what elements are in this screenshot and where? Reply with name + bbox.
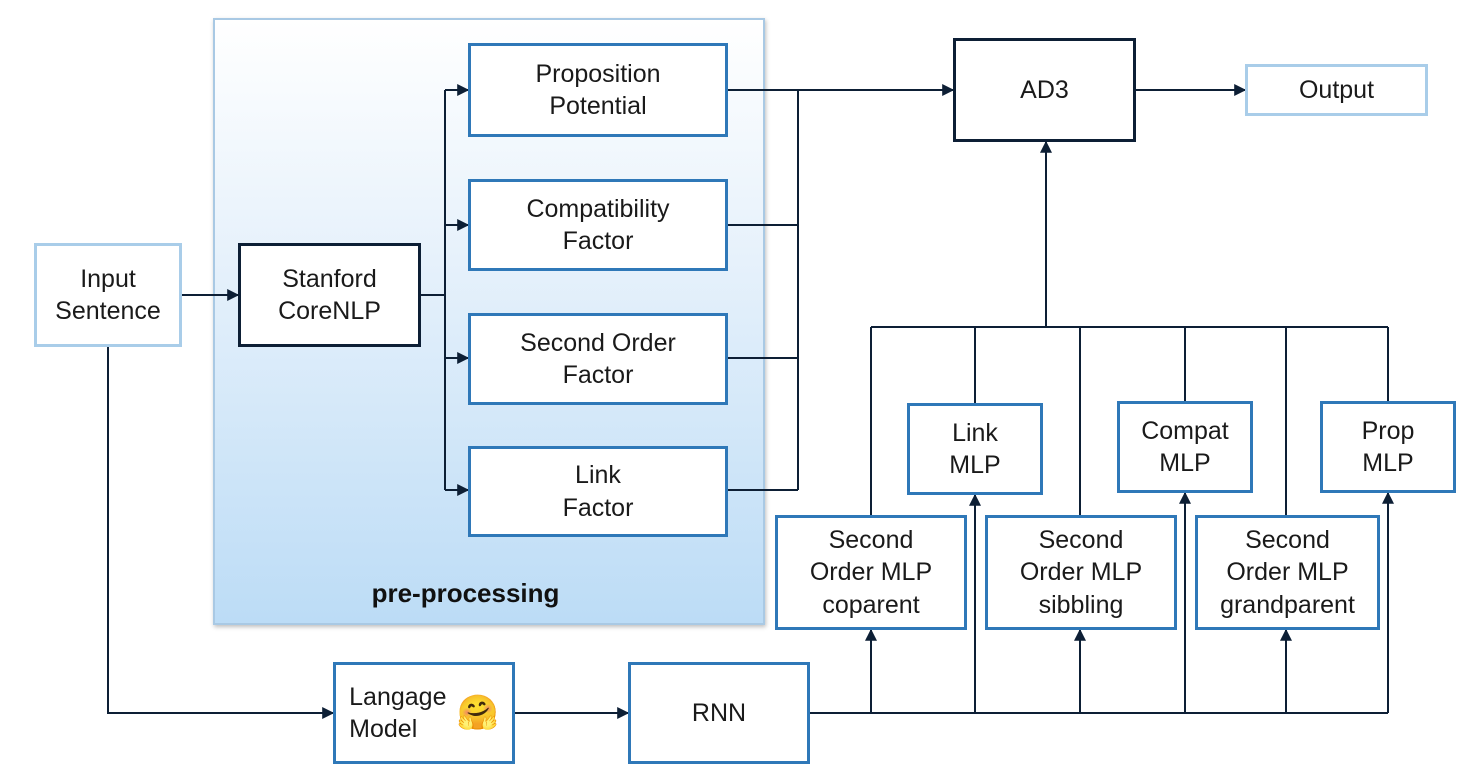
- preprocessing-label: pre-processing: [371, 578, 560, 608]
- hugging-face-icon: 🤗: [456, 693, 499, 732]
- rnn-node: RNN: [628, 662, 810, 764]
- ad3-node: AD3: [953, 38, 1136, 142]
- output-node: Output: [1245, 64, 1428, 116]
- edge-input-lm: [107, 346, 335, 719]
